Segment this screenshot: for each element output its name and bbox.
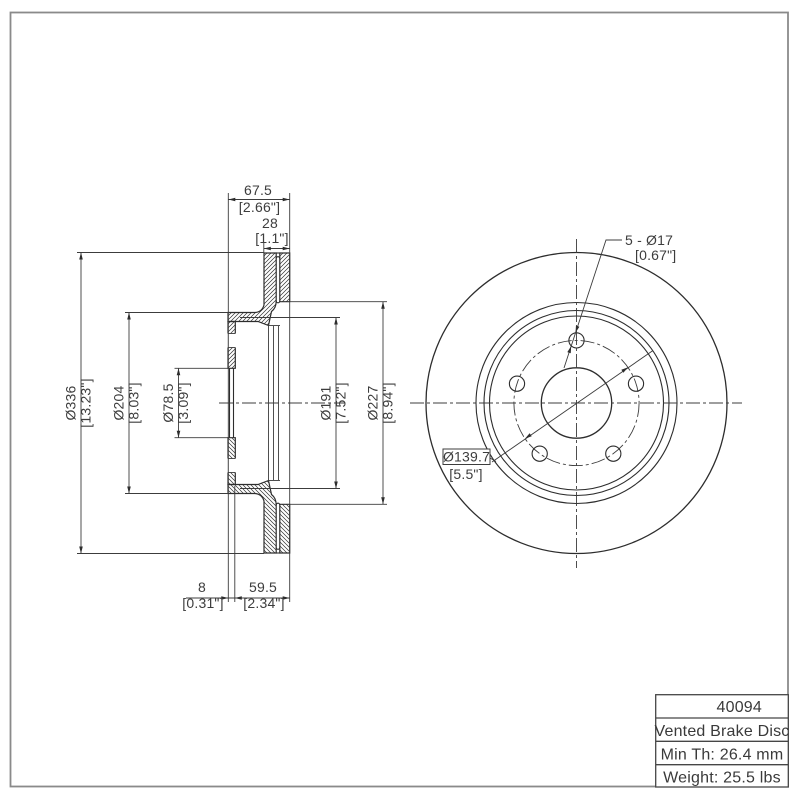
vent-slot-bottom — [275, 300, 281, 304]
dim-hat-depth-mm: 59.5 — [249, 579, 277, 595]
section-hat-and-outboard-plate — [227, 252, 277, 327]
dim-friction-diameter-mm: Ø227 — [365, 385, 381, 420]
section-inboard-plate — [279, 252, 291, 303]
dim-flange-thickness-in: [0.31"] — [182, 595, 223, 611]
dim-bore-diameter-mm: Ø78.5 — [160, 383, 176, 422]
dim-outer-diameter-in: [13.23"] — [78, 378, 94, 427]
title-block: 40094 Vented Brake Disc Min Th: 26.4 mm … — [654, 694, 789, 788]
bolt-holes-leader — [563, 239, 622, 369]
bolt-hole — [627, 375, 645, 392]
dim-overall-width-in: [2.66"] — [239, 199, 280, 215]
bolt-hole — [508, 375, 526, 392]
section-bolt-hole-void — [227, 333, 236, 348]
section-half-geometry — [227, 252, 291, 403]
section-arrowheads — [79, 197, 385, 600]
vent-slot-top — [275, 256, 281, 259]
dim-flange-thickness-mm: 8 — [198, 579, 206, 595]
bolt-holes-leader-arrow — [575, 325, 580, 333]
dim-overall-width-mm: 67.5 — [244, 182, 272, 198]
part-number: 40094 — [717, 699, 763, 716]
min-thickness: Min Th: 26.4 mm — [661, 747, 784, 764]
dim-bolt-circle-in: [5.5"] — [449, 466, 482, 482]
dim-bolt-holes-mm: 5 - Ø17 — [625, 232, 673, 248]
section-view: 67.5 [2.66"] 28 [1.1"] Ø336 [13.23"] Ø20… — [63, 182, 396, 611]
product-type: Vented Brake Disc — [654, 723, 789, 740]
dim-disc-thickness-mm: 28 — [262, 215, 278, 231]
weight: Weight: 25.5 lbs — [663, 770, 781, 787]
dim-friction-diameter-in: [8.94"] — [380, 382, 396, 423]
bolt-hole — [605, 445, 622, 462]
dim-bore-diameter-in: [3.09"] — [175, 382, 191, 423]
dim-inner-diameter-in: [7.52"] — [333, 382, 349, 423]
page-border-frame — [9, 11, 789, 788]
dim-bolt-circle-mm: Ø139.7 — [443, 449, 490, 465]
dim-hat-diameter-in: [8.03"] — [126, 382, 142, 423]
bolt-circle-label-leader — [489, 457, 497, 462]
bolt-circle-arrow — [524, 433, 532, 439]
front-view: Ø139.7 [5.5"] 5 - Ø17 [0.67"] — [410, 232, 742, 568]
bolt-circle-label-box — [442, 448, 491, 465]
section-dimension-labels: 67.5 [2.66"] 28 [1.1"] Ø336 [13.23"] Ø20… — [63, 182, 396, 611]
dim-bolt-holes-in: [0.67"] — [635, 247, 676, 263]
dim-disc-thickness-in: [1.1"] — [255, 230, 288, 246]
bolt-holes-leader-arrow — [567, 346, 572, 354]
bolt-circle-arrow — [621, 367, 629, 373]
dim-hat-depth-in: [2.34"] — [243, 595, 284, 611]
bolt-hole — [531, 445, 548, 462]
section-half-mirror — [226, 402, 291, 554]
bolt-circle-dim-line — [491, 350, 654, 463]
dim-outer-diameter-mm: Ø336 — [63, 385, 79, 420]
section-extension-lines — [77, 193, 387, 602]
dim-hat-diameter-mm: Ø204 — [111, 385, 127, 420]
dim-inner-diameter-mm: Ø191 — [318, 385, 334, 420]
